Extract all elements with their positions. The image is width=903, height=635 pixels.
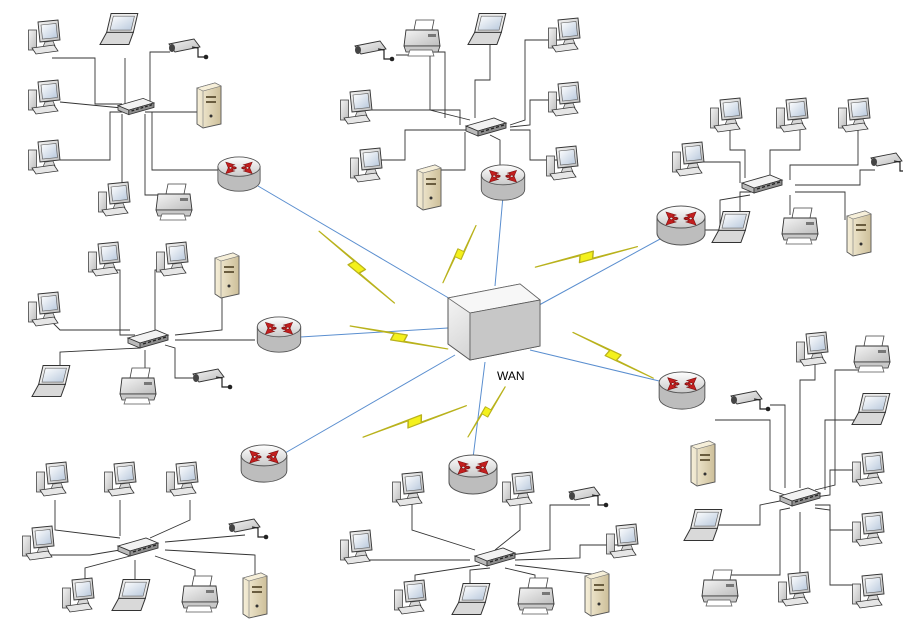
desktop-computer-icon [394, 579, 427, 615]
desktop-computer-icon [156, 241, 189, 277]
server-tower-icon [242, 572, 268, 619]
desktop-computer-icon [98, 181, 131, 217]
printer-icon [517, 577, 555, 615]
desktop-computer-icon [546, 145, 579, 181]
printer-icon [853, 335, 891, 373]
desktop-computer-icon [36, 461, 69, 497]
security-camera-icon [568, 486, 609, 508]
desktop-computer-icon [838, 97, 871, 133]
desktop-computer-icon [502, 471, 535, 507]
desktop-computer-icon [28, 79, 61, 115]
network-switch-icon [117, 537, 159, 557]
printer-icon [403, 19, 441, 57]
security-camera-icon [730, 390, 771, 412]
desktop-computer-icon [166, 461, 199, 497]
server-tower-icon [584, 570, 610, 617]
desktop-computer-icon [392, 471, 425, 507]
laptop-icon [99, 12, 139, 46]
laptop-icon [711, 210, 751, 244]
desktop-computer-icon [350, 147, 383, 183]
wireless-link-bolt-icon [467, 381, 506, 443]
network-switch-icon [741, 174, 783, 194]
network-switch-icon [465, 117, 507, 137]
network-switch-icon [474, 547, 516, 567]
printer-icon [155, 183, 193, 221]
desktop-computer-icon [710, 97, 743, 133]
wireless-link-bolt-icon [305, 230, 409, 304]
desktop-computer-icon [104, 461, 137, 497]
printer-icon [181, 575, 219, 613]
wireless-link-bolt-icon [566, 331, 660, 379]
wan-core [446, 283, 541, 361]
server-tower-icon [196, 82, 222, 129]
desktop-computer-icon [852, 451, 885, 487]
server-tower-icon [690, 440, 716, 487]
wan-links [257, 185, 685, 467]
security-camera-icon [870, 152, 903, 174]
laptop-icon [31, 364, 71, 398]
desktop-computer-icon [340, 89, 373, 125]
router-icon [658, 371, 706, 410]
server-tower-icon [214, 252, 240, 299]
desktop-computer-icon [62, 577, 95, 613]
router-icon [480, 164, 526, 201]
wireless-link-bolt-icon [442, 222, 477, 286]
desktop-computer-icon [88, 241, 121, 277]
router-icon [656, 205, 706, 246]
wireless-link-bolt-icon [349, 320, 449, 355]
desktop-computer-icon [606, 523, 639, 559]
security-camera-icon [168, 38, 209, 60]
server-tower-icon [846, 210, 872, 257]
server-tower-icon [416, 164, 442, 211]
desktop-computer-icon [672, 141, 705, 177]
router-icon [217, 156, 261, 192]
security-camera-icon [354, 40, 395, 62]
wireless-link-bolt-icon [362, 381, 467, 462]
printer-icon [781, 207, 819, 245]
desktop-computer-icon [852, 573, 885, 609]
desktop-computer-icon [28, 139, 61, 175]
wireless-link-bolt-icon [534, 220, 638, 293]
laptop-icon [451, 582, 491, 616]
desktop-computer-icon [852, 511, 885, 547]
printer-icon [119, 367, 157, 405]
laptop-icon [851, 392, 891, 426]
desktop-computer-icon [22, 525, 55, 561]
desktop-computer-icon [548, 17, 581, 53]
network-switch-icon [779, 487, 821, 507]
network-switch-icon [127, 329, 169, 349]
desktop-computer-icon [340, 529, 373, 565]
laptop-icon [683, 508, 723, 542]
wan-label: WAN [497, 369, 525, 383]
desktop-computer-icon [28, 291, 61, 327]
desktop-computer-icon [548, 81, 581, 117]
router-icon [256, 316, 302, 353]
router-icon [448, 454, 498, 495]
laptop-icon [467, 12, 507, 46]
security-camera-icon [192, 368, 233, 390]
desktop-computer-icon [776, 97, 809, 133]
desktop-computer-icon [778, 571, 811, 607]
laptop-icon [111, 578, 151, 612]
desktop-computer-icon [796, 331, 829, 367]
desktop-computer-icon [28, 19, 61, 55]
router-icon [240, 444, 288, 483]
